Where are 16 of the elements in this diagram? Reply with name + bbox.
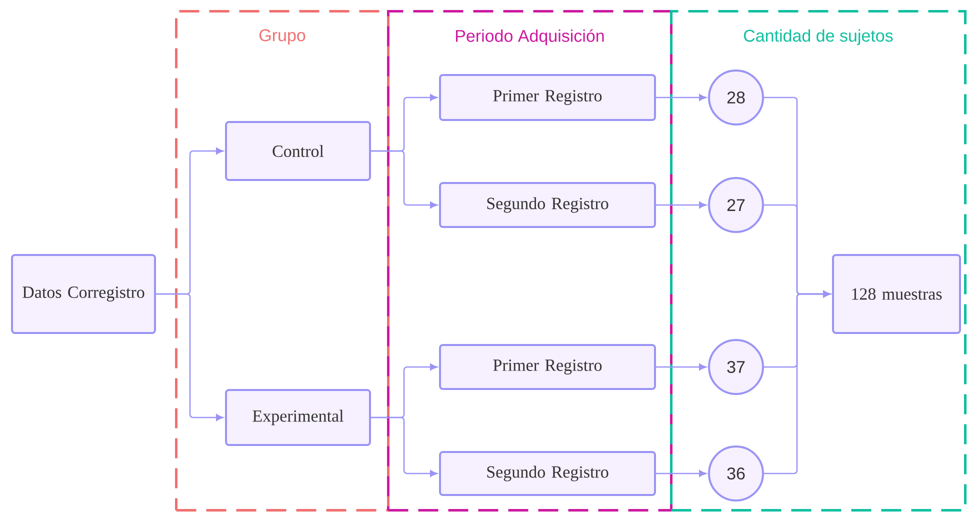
arrow	[764, 290, 830, 474]
process-box: Primer Registro	[439, 344, 656, 390]
process-box: Control	[225, 121, 371, 181]
process-box: Segundo Registro	[439, 182, 656, 228]
process-box: Primer Registro	[439, 74, 656, 121]
arrow	[656, 94, 706, 101]
process-box: 128 muestras	[832, 254, 961, 334]
arrow	[656, 364, 706, 370]
arrow	[656, 470, 706, 477]
arrow	[371, 150, 438, 208]
arrow	[156, 293, 224, 421]
process-box: Datos Corregistro	[11, 254, 156, 334]
process-box: Experimental	[225, 389, 371, 446]
arrow	[656, 202, 706, 208]
process-box: Segundo Registro	[439, 451, 656, 496]
arrow	[371, 416, 438, 477]
